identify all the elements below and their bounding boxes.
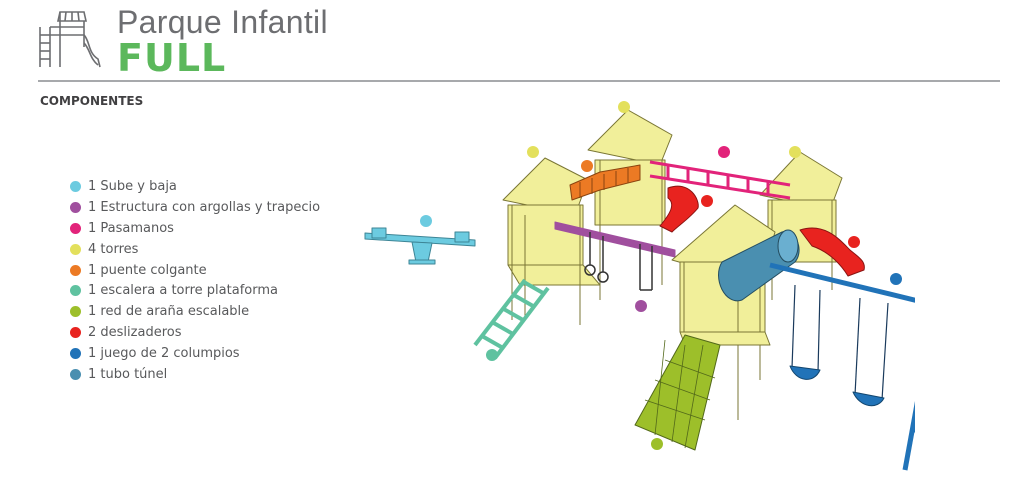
legend-label: 1 Pasamanos	[88, 220, 174, 236]
legend-item: 1 Estructura con argollas y trapecio	[70, 197, 320, 218]
rings	[584, 232, 653, 291]
playground-tower-icon	[39, 11, 101, 68]
legend-item: 1 escalera a torre plataforma	[70, 280, 320, 301]
legend-item: 1 tubo túnel	[70, 364, 320, 385]
indicator-dots	[420, 101, 902, 450]
legend-label: 1 Estructura con argollas y trapecio	[88, 199, 321, 215]
section-heading: COMPONENTES	[40, 94, 144, 108]
seesaw-graphic	[364, 227, 476, 265]
legend-label: 4 torres	[88, 241, 139, 257]
legend-item: 4 torres	[70, 239, 320, 260]
legend-dot	[70, 243, 81, 255]
legend-item: 2 deslizaderos	[70, 322, 320, 343]
legend-dot	[70, 306, 81, 318]
legend-item: 1 juego de 2 columpios	[70, 343, 320, 364]
legend-item: 1 Sube y baja	[70, 176, 320, 197]
components-legend: 1 Sube y baja 1 Estructura con argollas …	[70, 176, 320, 385]
legend-dot	[70, 201, 81, 213]
legend-label: 1 juego de 2 columpios	[88, 346, 240, 362]
legend-label: 1 escalera a torre plataforma	[88, 283, 278, 299]
page-title: Parque Infantil	[117, 4, 328, 40]
legend-dot	[70, 327, 81, 339]
legend-dot	[70, 285, 81, 297]
tower-back-left	[502, 157, 601, 325]
legend-item: 1 puente colgante	[70, 260, 320, 281]
spider-net-grid	[644, 339, 716, 449]
spider-net	[634, 334, 721, 451]
legend-label: 1 Sube y baja	[88, 178, 177, 194]
suspension-bridge	[569, 164, 641, 201]
page-subtitle: FULL	[117, 36, 227, 80]
header-divider	[38, 80, 1000, 82]
legend-item: 1 red de araña escalable	[70, 301, 320, 322]
legend-label: 1 puente colgante	[88, 262, 207, 278]
playground-illustration	[364, 101, 915, 471]
legend-dot	[70, 264, 81, 276]
legend-label: 2 deslizaderos	[88, 325, 182, 341]
slide-left	[659, 185, 699, 233]
swing-seats	[789, 365, 885, 407]
swing-set	[769, 262, 915, 471]
legend-label: 1 tubo túnel	[88, 366, 168, 382]
legend-dot	[70, 368, 81, 380]
slide-right	[799, 227, 865, 277]
monkey-bars	[649, 160, 791, 200]
legend-dot	[70, 348, 81, 360]
legend-label: 1 red de araña escalable	[88, 304, 250, 320]
swing-chains	[791, 284, 889, 401]
platform-ladder	[473, 278, 550, 360]
legend-dot	[70, 180, 81, 192]
tunnel-tube	[718, 229, 800, 302]
legend-item: 1 Pasamanos	[70, 218, 320, 239]
tower-back-middle	[587, 109, 673, 300]
legend-dot	[70, 222, 81, 234]
